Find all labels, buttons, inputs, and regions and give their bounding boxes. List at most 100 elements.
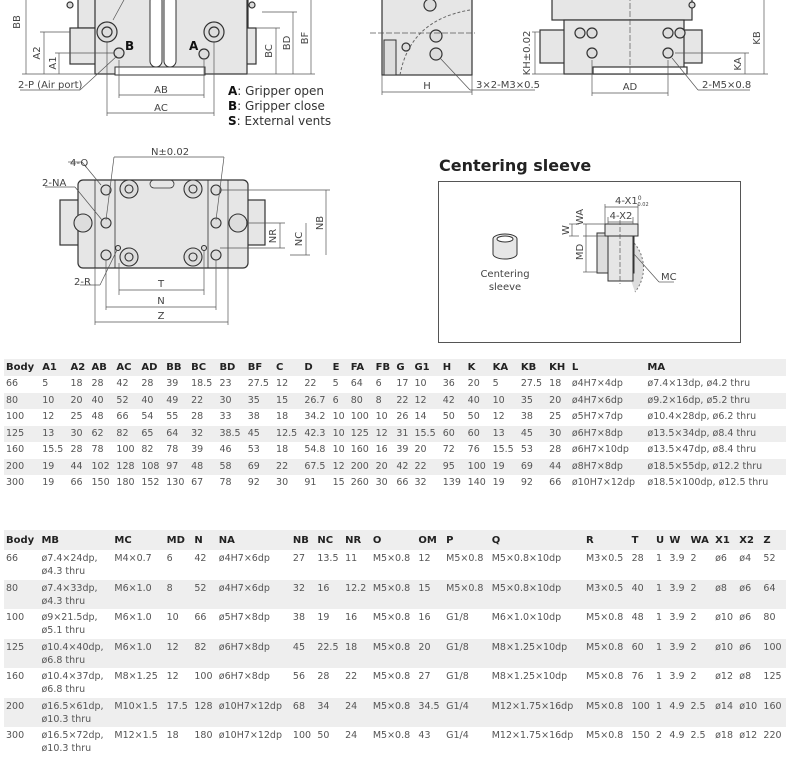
dim-label-ac: AC: [154, 103, 168, 114]
dim-label-x2: 4-X2: [610, 211, 633, 222]
table-cell: 32: [189, 425, 218, 442]
table-cell: 12: [40, 409, 69, 426]
table-cell: 18: [68, 376, 90, 393]
table-cell: 22: [302, 376, 331, 393]
table-cell: 92: [245, 475, 275, 492]
table-cell: ø10H7×12dp: [216, 727, 291, 757]
table-cell: 76: [465, 442, 491, 459]
column-header: P: [444, 530, 490, 550]
cell-line: ø6.8 thru: [41, 684, 86, 695]
table-cell: 27.5: [245, 376, 275, 393]
table-cell: 108: [139, 458, 165, 475]
column-header: A2: [68, 359, 90, 376]
table-cell: 18: [274, 409, 303, 426]
table-cell: 67: [189, 475, 218, 492]
table-cell: G1/8: [444, 609, 490, 639]
table-cell: 55: [164, 409, 190, 426]
table-cell: 13: [40, 425, 69, 442]
table-cell: M8×1.25×10dp: [489, 668, 585, 698]
table-cell: 28: [139, 376, 165, 393]
table-cell: 53: [518, 442, 548, 459]
column-header: Z: [761, 530, 786, 550]
table-cell: 10: [330, 425, 349, 442]
table-cell: 22.5: [315, 638, 344, 668]
column-header: AC: [114, 359, 140, 376]
dim-label-t: T: [157, 279, 165, 290]
table-cell: 19: [315, 609, 344, 639]
table-cell: G1/4: [444, 697, 490, 727]
table-cell: 60: [440, 425, 466, 442]
port-label-a: A: [189, 39, 199, 53]
dim-label-z: Z: [158, 311, 165, 322]
column-header: BD: [217, 359, 246, 376]
table-cell: 8: [164, 579, 193, 609]
table-cell: 128: [192, 697, 217, 727]
table-cell: 6: [373, 376, 395, 393]
table-cell: M5×0.8×10dp: [489, 579, 585, 609]
cell-line: ø9×21.5dp,: [41, 612, 98, 623]
table-cell: 100: [192, 668, 217, 698]
table-cell: 92: [518, 475, 548, 492]
column-header: D: [302, 359, 331, 376]
table-cell: ø14: [713, 697, 738, 727]
column-header: U: [654, 530, 668, 550]
legend-item: S: External vents: [228, 114, 332, 128]
table-cell: M5×0.8: [370, 727, 417, 757]
table-cell: 10: [164, 609, 193, 639]
port-legend: A: Gripper open B: Gripper close S: Exte…: [228, 84, 331, 129]
column-header: L: [569, 359, 646, 376]
table-cell: 1: [654, 579, 668, 609]
table-cell: 67.5: [302, 458, 331, 475]
table-cell: 62: [89, 425, 115, 442]
table-cell: 28: [68, 442, 90, 459]
table-cell: 60: [465, 425, 491, 442]
table-cell: 12.5: [274, 425, 303, 442]
table-cell: 12: [412, 392, 441, 409]
table-cell: 160: [4, 668, 40, 698]
table-cell: 26: [394, 409, 413, 426]
table-cell: 36: [440, 376, 466, 393]
table-cell: 69: [518, 458, 548, 475]
table-cell: ø7.4×33dp,ø4.3 thru: [39, 579, 113, 609]
port-label-b: B: [125, 39, 134, 53]
table-cell: 40: [465, 392, 491, 409]
table-cell: 30: [68, 425, 90, 442]
table-cell: 15.5: [412, 425, 441, 442]
table-cell: 45: [290, 638, 316, 668]
table-cell: 68: [290, 697, 316, 727]
table-cell: M5×0.8: [370, 697, 417, 727]
table-cell: 17.5: [164, 697, 193, 727]
table-cell: ø6H7×8dp: [216, 638, 291, 668]
table-cell: 12.2: [343, 579, 371, 609]
table-cell: 34.2: [302, 409, 331, 426]
table-cell: 44: [547, 458, 570, 475]
table-cell: M5×0.8: [584, 638, 630, 668]
table-cell: G1/8: [444, 668, 490, 698]
column-header: AB: [89, 359, 115, 376]
sleeve-label-line1: Centering: [480, 269, 529, 280]
table-cell: 40: [139, 392, 165, 409]
table-cell: 72: [440, 442, 466, 459]
table-cell: 35: [245, 392, 275, 409]
table-cell: 300: [4, 475, 41, 492]
table-cell: 2.5: [688, 727, 714, 757]
dim-label-a1: A1: [48, 56, 59, 69]
table-cell: 22: [189, 392, 218, 409]
table-cell: 180: [114, 475, 140, 492]
table-cell: 26.7: [302, 392, 331, 409]
table-cell: ø10.4×28dp, ø6.2 thru: [645, 409, 786, 426]
table-cell: 16: [416, 609, 445, 639]
table-cell: 50: [465, 409, 491, 426]
table-cell: 125: [761, 668, 786, 698]
legend-item: B: Gripper close: [228, 99, 325, 113]
table-cell: 19: [490, 475, 519, 492]
column-header: Body: [4, 359, 41, 376]
